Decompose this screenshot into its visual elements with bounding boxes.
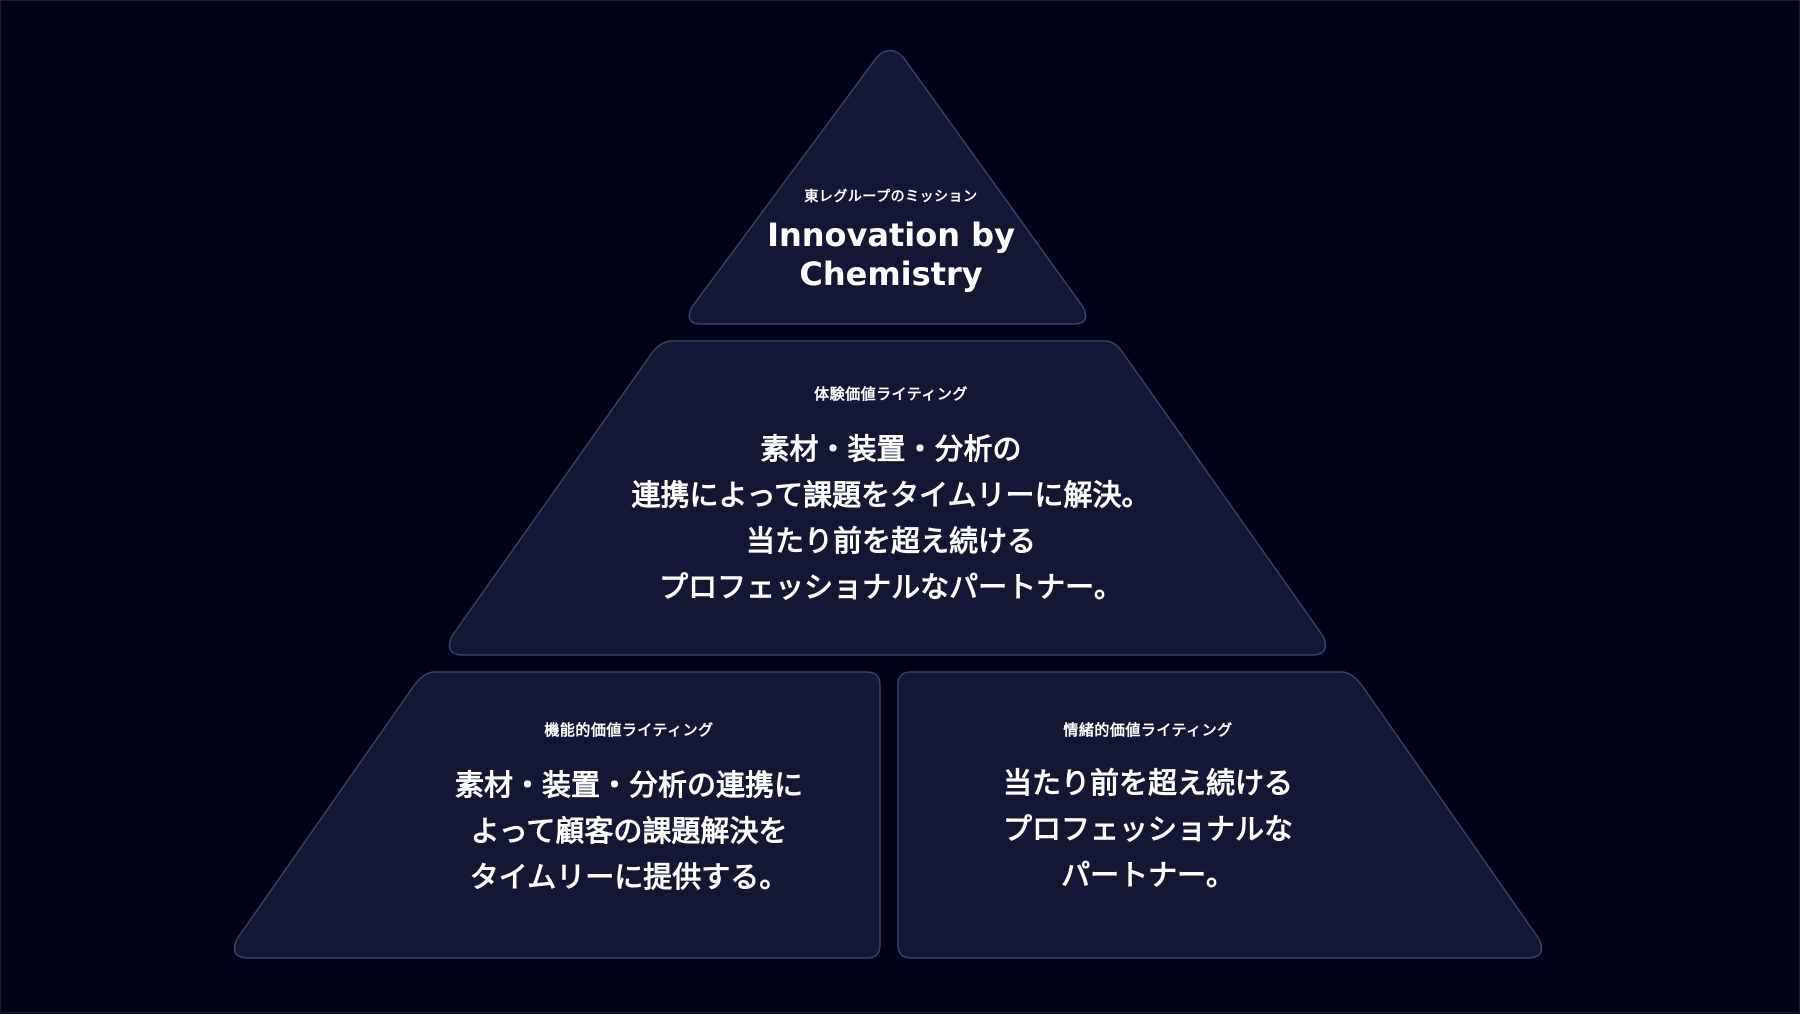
functional-label: 機能的価値ライティング <box>544 721 714 739</box>
emotional-line: パートナー。 <box>1061 858 1235 892</box>
emotional-line: プロフェッショナルな <box>1002 812 1293 846</box>
mission-tier-shape <box>688 49 1087 325</box>
functional-line: 素材・装置・分析の連携に <box>454 768 803 802</box>
mission-line: Innovation by <box>767 216 1015 254</box>
emotional-label: 情緒的価値ライティング <box>1063 721 1233 739</box>
functional-line: タイムリーに提供する。 <box>469 860 789 894</box>
emotional-line: 当たり前を超え続ける <box>1002 766 1293 800</box>
emotional-headline: 当たり前を超え続ける プロフェッショナルな パートナー。 <box>1003 760 1293 898</box>
functional-tier-shape <box>233 671 881 959</box>
mission-label: 東レグループのミッション <box>804 189 978 205</box>
functional-line: よって顧客の課題解決を <box>470 814 788 848</box>
experience-line: 当たり前を超え続ける <box>745 524 1036 558</box>
experience-tier-shape <box>448 340 1327 656</box>
mission-line: Chemistry <box>799 255 983 293</box>
experience-label: 体験価値ライティング <box>814 385 968 403</box>
experience-headline: 素材・装置・分析の 連携によって課題をタイムリーに解決。 当たり前を超え続ける … <box>631 426 1150 610</box>
experience-line: プロフェッショナルなパートナー。 <box>659 570 1123 604</box>
functional-headline: 素材・装置・分析の連携に よって顧客の課題解決を タイムリーに提供する。 <box>455 762 803 900</box>
experience-tier: 体験価値ライティング 素材・装置・分析の 連携によって課題をタイムリーに解決。 … <box>541 383 1241 610</box>
experience-line: 素材・装置・分析の <box>760 432 1022 466</box>
emotional-tier-shape <box>897 671 1543 959</box>
mission-tier: 東レグループのミッション Innovation by Chemistry <box>691 186 1091 294</box>
experience-line: 連携によって課題をタイムリーに解決。 <box>631 478 1151 512</box>
functional-tier: 機能的価値ライティング 素材・装置・分析の連携に よって顧客の課題解決を タイム… <box>379 719 879 900</box>
emotional-tier: 情緒的価値ライティング 当たり前を超え続ける プロフェッショナルな パートナー。 <box>898 719 1398 898</box>
mission-headline: Innovation by Chemistry <box>767 216 1015 294</box>
